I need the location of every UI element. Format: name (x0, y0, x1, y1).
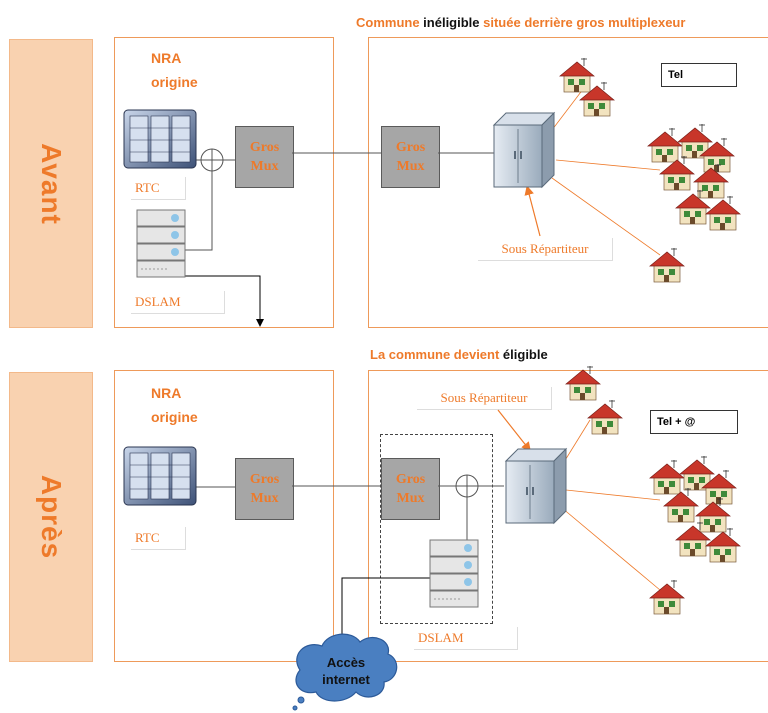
nra-title-bottom: NRA origine (151, 385, 198, 425)
street-cabinet-bottom (505, 448, 567, 524)
dslam-equipment-top (136, 209, 186, 278)
dslam-label-top: DSLAM (131, 291, 225, 314)
side-tab-avant: Avant (9, 39, 93, 328)
rtc-label-top: RTC (131, 177, 186, 200)
houses-bottom (565, 365, 741, 615)
rtc-switch-bottom (123, 446, 197, 506)
nra-panel-bottom (114, 370, 334, 662)
dslam-dashed-box (380, 434, 493, 624)
gros-mux-nra-top: Gros Mux (235, 126, 294, 188)
houses-top (559, 57, 741, 283)
cloud-label: Accès internet (322, 655, 370, 687)
sous-repartiteur-label-top: Sous Répartiteur (478, 238, 613, 261)
gros-mux-commune-top: Gros Mux (381, 126, 440, 188)
rtc-switch-top (123, 109, 197, 169)
side-tab-apres: Après (9, 372, 93, 662)
service-label-top: Tel (661, 63, 737, 87)
nra-title-top: NRA origine (151, 50, 198, 90)
rtc-label-bottom: RTC (131, 527, 186, 550)
top-heading: Commune inéligible située derrière gros … (356, 15, 686, 30)
gros-mux-nra-bottom: Gros Mux (235, 458, 294, 520)
dslam-equipment-bottom (429, 539, 479, 608)
gros-mux-commune-bottom: Gros Mux (381, 458, 440, 520)
internet-cloud (292, 633, 398, 711)
street-cabinet-top (493, 112, 555, 188)
dslam-label-bottom: DSLAM (414, 627, 518, 650)
sous-repartiteur-label-bottom: Sous Répartiteur (417, 387, 552, 410)
bottom-heading: La commune devient éligible (370, 347, 548, 362)
service-label-bottom: Tel + @ (650, 410, 738, 434)
